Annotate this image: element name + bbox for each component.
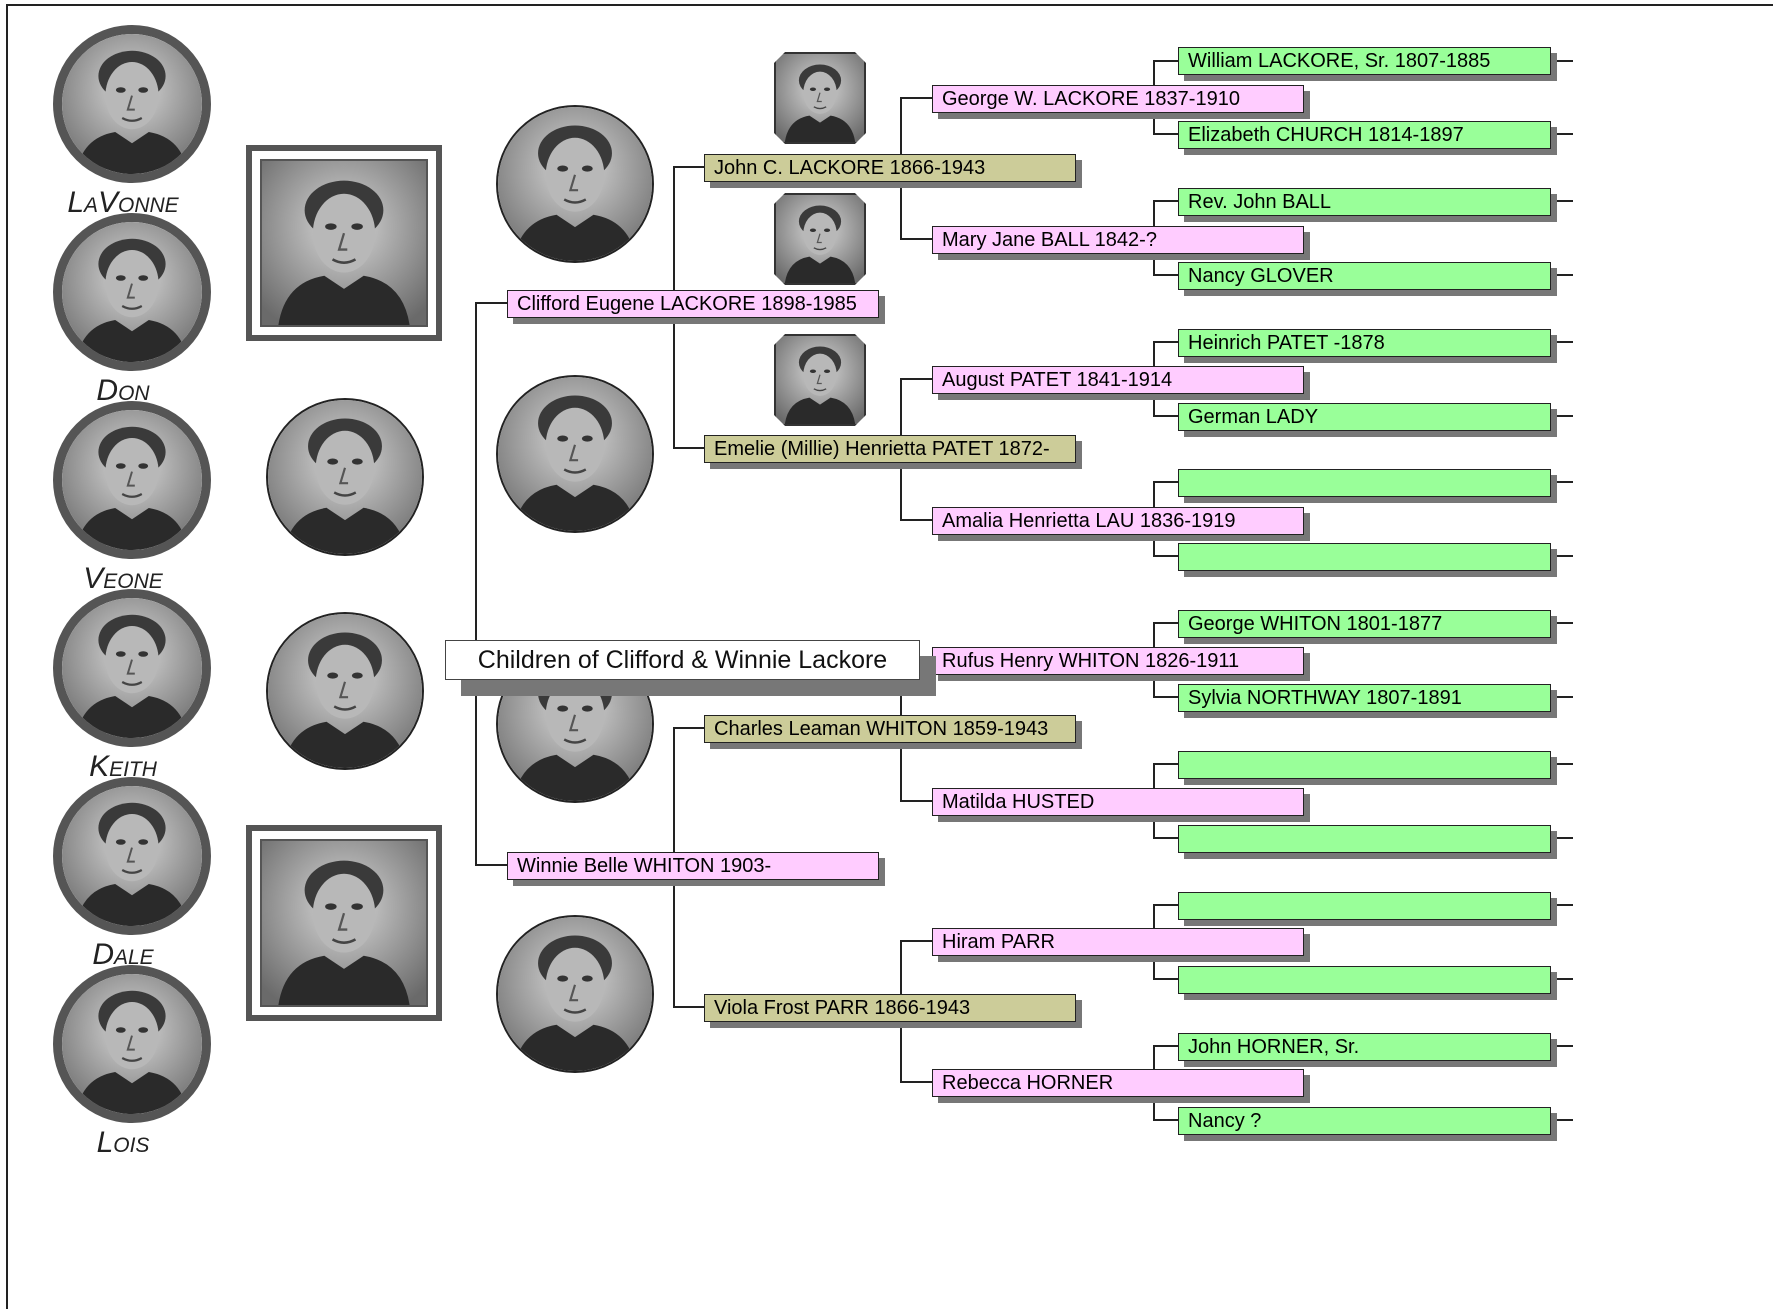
person-box-great-grandparent[interactable]: Rebecca HORNER (932, 1069, 1304, 1097)
portrait-icon (776, 336, 864, 424)
portrait-older-1 (266, 398, 424, 556)
person-box-gg-grandparent[interactable]: Heinrich PATET -1878 (1178, 329, 1551, 357)
person-box-gg-grandparent[interactable] (1178, 469, 1551, 497)
person-box-gg-grandparent[interactable]: John HORNER, Sr. (1178, 1033, 1551, 1061)
father-photo (246, 145, 442, 341)
child-photo-keith (53, 589, 211, 747)
child-photo-dale (53, 777, 211, 935)
chart-frame (6, 4, 1773, 1309)
person-box-gg-grandparent[interactable]: George WHITON 1801-1877 (1178, 610, 1551, 638)
person-box-gg-grandparent[interactable] (1178, 825, 1551, 853)
person-box-grandparent[interactable]: John C. LACKORE 1866-1943 (704, 154, 1076, 182)
portrait-icon (262, 161, 426, 325)
person-box-gg-grandparent[interactable]: Nancy ? (1178, 1107, 1551, 1135)
person-box-gg-grandparent[interactable] (1178, 892, 1551, 920)
person-box-great-grandparent[interactable]: Rufus Henry WHITON 1826-1911 (932, 647, 1304, 675)
person-box-gg-grandparent[interactable] (1178, 966, 1551, 994)
chart-title: Children of Clifford & Winnie Lackore (445, 640, 920, 680)
portrait-icon (776, 54, 864, 142)
person-box-gg-grandparent[interactable]: German LADY (1178, 403, 1551, 431)
portrait-icon (498, 377, 652, 531)
portrait-icon (62, 974, 202, 1114)
grandparent-photo-emelie (496, 375, 654, 533)
person-box-father[interactable]: Clifford Eugene LACKORE 1898-1985 (507, 290, 879, 318)
mother-photo (246, 825, 442, 1021)
great-grandparent-photo-august (774, 334, 866, 426)
person-box-gg-grandparent[interactable]: Elizabeth CHURCH 1814-1897 (1178, 121, 1551, 149)
portrait-older-2 (266, 612, 424, 770)
person-box-great-grandparent[interactable]: Hiram PARR (932, 928, 1304, 956)
grandparent-photo-viola (496, 915, 654, 1073)
person-box-grandparent[interactable]: Charles Leaman WHITON 1859-1943 (704, 715, 1076, 743)
person-box-gg-grandparent[interactable]: Rev. John BALL (1178, 188, 1551, 216)
person-box-grandparent[interactable]: Emelie (Millie) Henrietta PATET 1872- (704, 435, 1076, 463)
person-box-gg-grandparent[interactable]: William LACKORE, Sr. 1807-1885 (1178, 47, 1551, 75)
great-grandparent-photo-mary (774, 193, 866, 285)
portrait-icon (776, 195, 864, 283)
portrait-icon (268, 400, 422, 554)
portrait-icon (62, 34, 202, 174)
portrait-icon (262, 841, 426, 1005)
child-photo-don (53, 213, 211, 371)
child-photo-veone (53, 401, 211, 559)
person-box-mother[interactable]: Winnie Belle WHITON 1903- (507, 852, 879, 880)
portrait-icon (498, 107, 652, 261)
person-box-great-grandparent[interactable]: Amalia Henrietta LAU 1836-1919 (932, 507, 1304, 535)
person-box-great-grandparent[interactable]: August PATET 1841-1914 (932, 366, 1304, 394)
portrait-icon (62, 786, 202, 926)
child-name-lois: Lois (96, 1126, 150, 1159)
person-box-great-grandparent[interactable]: Mary Jane BALL 1842-? (932, 226, 1304, 254)
portrait-icon (498, 917, 652, 1071)
person-box-great-grandparent[interactable]: George W. LACKORE 1837-1910 (932, 85, 1304, 113)
great-grandparent-photo-george (774, 52, 866, 144)
person-box-gg-grandparent[interactable]: Sylvia NORTHWAY 1807-1891 (1178, 684, 1551, 712)
portrait-icon (62, 410, 202, 550)
child-photo-lavonne (53, 25, 211, 183)
portrait-icon (268, 614, 422, 768)
portrait-icon (62, 598, 202, 738)
child-photo-lois (53, 965, 211, 1123)
person-box-great-grandparent[interactable]: Matilda HUSTED (932, 788, 1304, 816)
grandparent-photo-john (496, 105, 654, 263)
person-box-grandparent[interactable]: Viola Frost PARR 1866-1943 (704, 994, 1076, 1022)
person-box-gg-grandparent[interactable] (1178, 751, 1551, 779)
portrait-icon (62, 222, 202, 362)
person-box-gg-grandparent[interactable] (1178, 543, 1551, 571)
person-box-gg-grandparent[interactable]: Nancy GLOVER (1178, 262, 1551, 290)
